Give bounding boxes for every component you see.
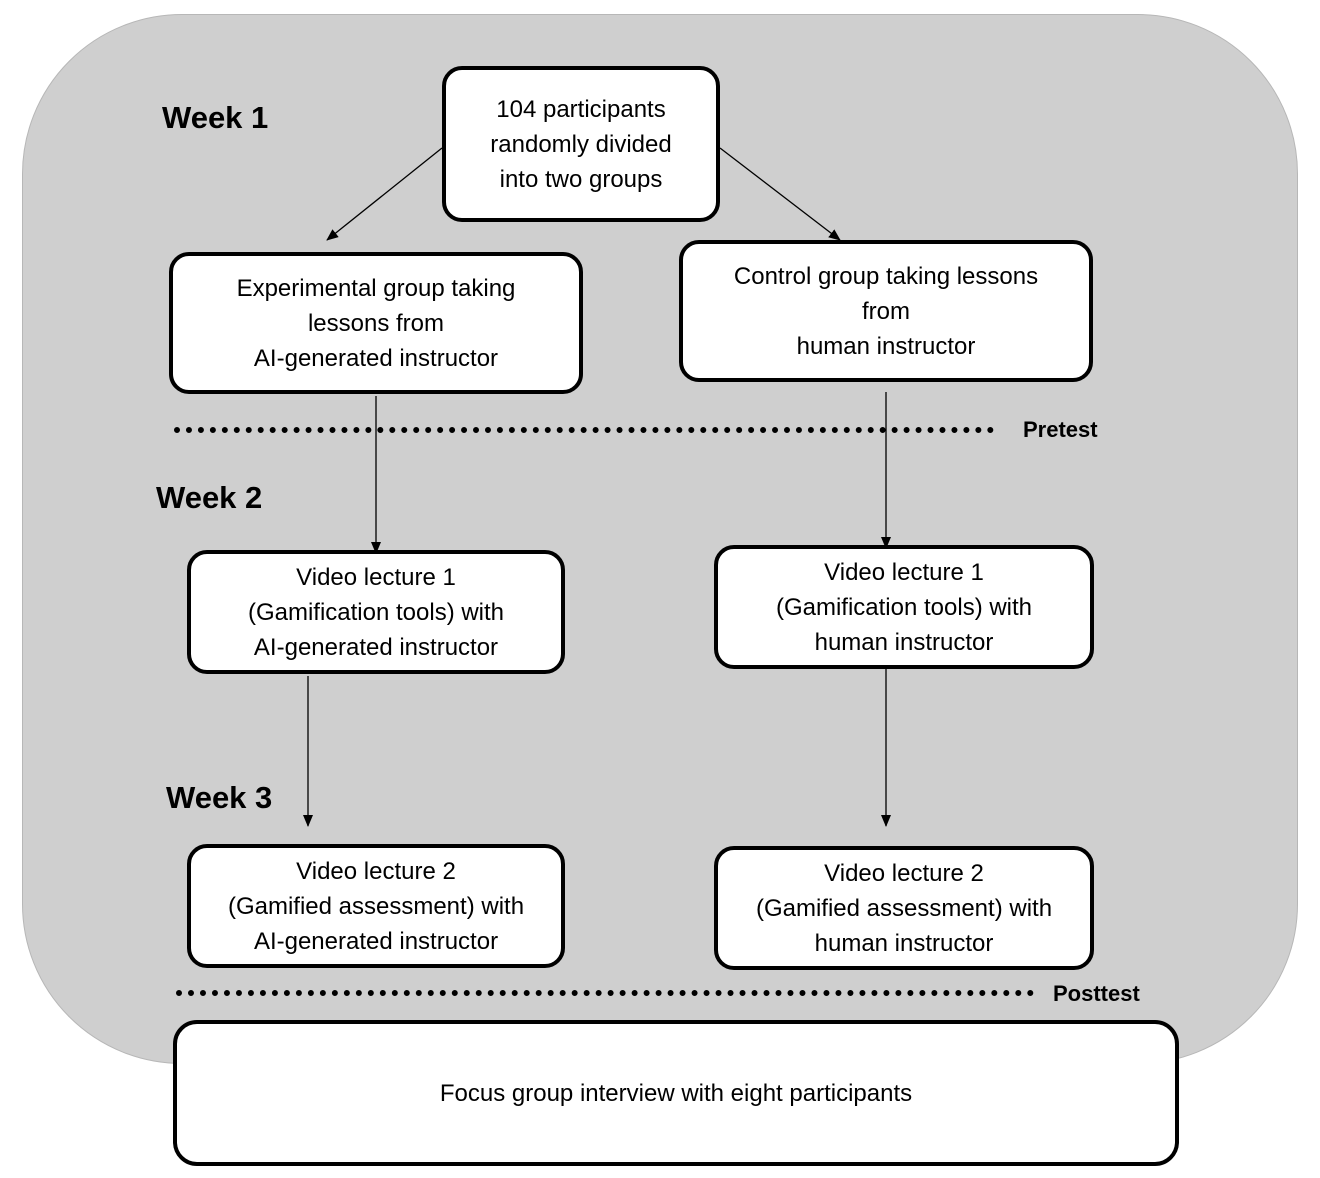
ctrl-lecture2-box: Video lecture 2 (Gamified assessment) wi… [714, 846, 1094, 970]
ctrl-lecture2-line-2: (Gamified assessment) with [755, 894, 1053, 922]
ctrl-lecture1-line-2: (Gamification tools) with [775, 593, 1033, 621]
ctrl-lecture1-line-1: Video lecture 1 [824, 558, 984, 586]
exp-lecture2-line-2: (Gamified assessment) with [227, 892, 525, 920]
week-1-label: Week 1 [162, 100, 269, 135]
ctrl-lecture1-line-3: human instructor [814, 628, 994, 656]
week-2-label: Week 2 [156, 480, 263, 515]
start-box: 104 participants randomly divided into t… [442, 66, 720, 222]
focus-group-box: Focus group interview with eight partici… [173, 1020, 1179, 1166]
control-group-line-3: human instructor [796, 332, 976, 360]
experimental-group-box: Experimental group taking lessons from A… [169, 252, 583, 394]
focus-group-text: Focus group interview with eight partici… [439, 1079, 913, 1107]
exp-lecture1-line-2: (Gamification tools) with [247, 598, 505, 626]
exp-lecture1-line-1: Video lecture 1 [296, 563, 456, 591]
ctrl-lecture2-line-1: Video lecture 2 [824, 859, 984, 887]
exp-lecture2-line-1: Video lecture 2 [296, 857, 456, 885]
arrow-start-to-experimental [326, 147, 443, 241]
exp-lecture1-line-3: AI-generated instructor [253, 633, 499, 661]
posttest-label: Posttest [1053, 981, 1140, 1006]
pretest-divider [174, 427, 994, 433]
start-line-1: 104 participants [496, 95, 666, 123]
exp-lecture2-line-3: AI-generated instructor [253, 927, 499, 955]
control-group-line-1: Control group taking lessons [733, 262, 1039, 290]
control-group-line-2: from [861, 297, 910, 325]
experimental-group-line-1: Experimental group taking [236, 274, 516, 302]
ctrl-lecture1-box: Video lecture 1 (Gamification tools) wit… [714, 545, 1094, 669]
experimental-group-line-2: lessons from [307, 309, 445, 337]
start-line-3: into two groups [499, 165, 663, 193]
start-line-2: randomly divided [490, 130, 672, 158]
week-3-label: Week 3 [166, 780, 273, 815]
pretest-label: Pretest [1023, 417, 1098, 442]
experimental-group-line-3: AI-generated instructor [253, 344, 499, 372]
posttest-divider [176, 990, 1034, 996]
arrow-start-to-control [719, 147, 841, 241]
exp-lecture2-box: Video lecture 2 (Gamified assessment) wi… [187, 844, 565, 968]
ctrl-lecture2-line-3: human instructor [814, 929, 994, 957]
exp-lecture1-box: Video lecture 1 (Gamification tools) wit… [187, 550, 565, 674]
control-group-box: Control group taking lessons from human … [679, 240, 1093, 382]
